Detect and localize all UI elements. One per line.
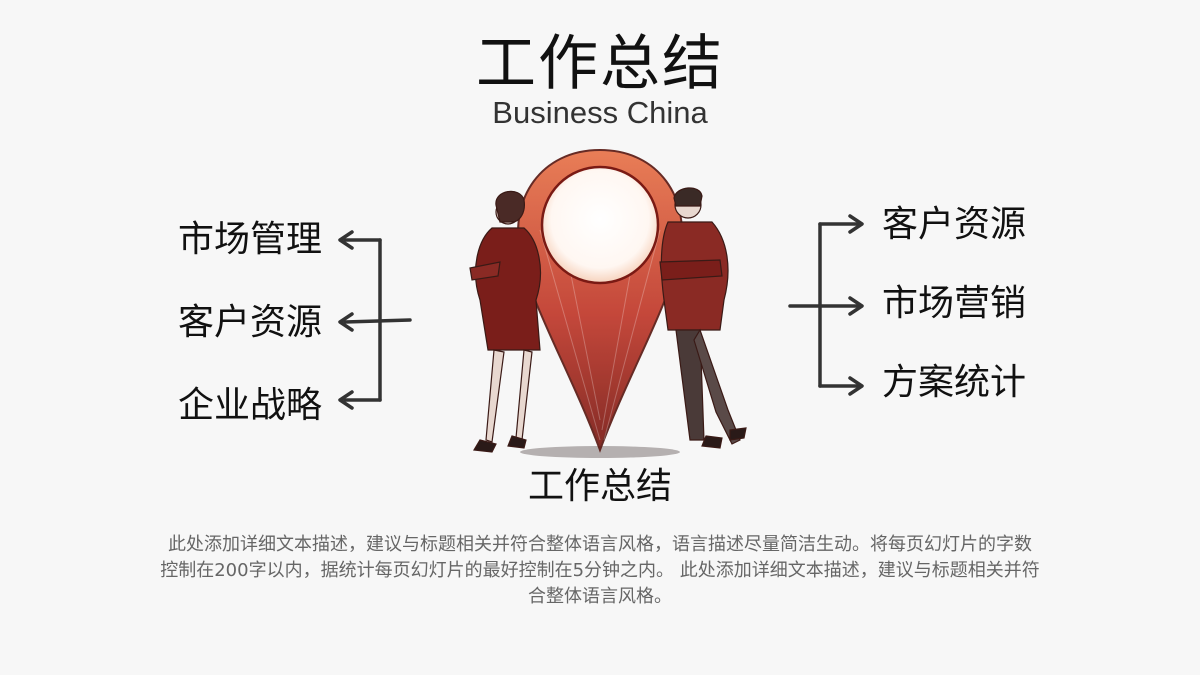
description-line: 合整体语言风格。: [528, 586, 672, 607]
description-line: 控制在200字以内，据统计每页幻灯片的最好控制在5分钟之内。 此处添加详细文本描…: [160, 560, 1040, 581]
center-label: 工作总结: [527, 466, 672, 507]
map-pin-illustration: [517, 148, 683, 458]
right-item-plan-statistics: 方案统计: [882, 362, 1027, 403]
left-item-enterprise-strategy: 企业战略: [178, 385, 323, 426]
description-line: 此处添加详细文本描述，建议与标题相关并符合整体语言风格，语言描述尽量简洁生动。将…: [168, 534, 1032, 555]
slide-subtitle: Business China: [492, 95, 708, 130]
right-item-customer-resources: 客户资源: [882, 204, 1027, 245]
woman-figure: [469, 190, 542, 453]
description-text: 此处添加详细文本描述，建议与标题相关并符合整体语言风格，语言描述尽量简洁生动。将…: [100, 532, 1100, 610]
man-figure: [659, 187, 747, 449]
left-item-customer-resources: 客户资源: [178, 302, 323, 343]
right-item-marketing: 市场营销: [882, 283, 1027, 324]
slide-title: 工作总结: [476, 29, 724, 99]
left-bracket-arrows: [338, 230, 412, 410]
right-bracket-arrows: [788, 214, 864, 396]
left-item-market-management: 市场管理: [178, 219, 323, 260]
